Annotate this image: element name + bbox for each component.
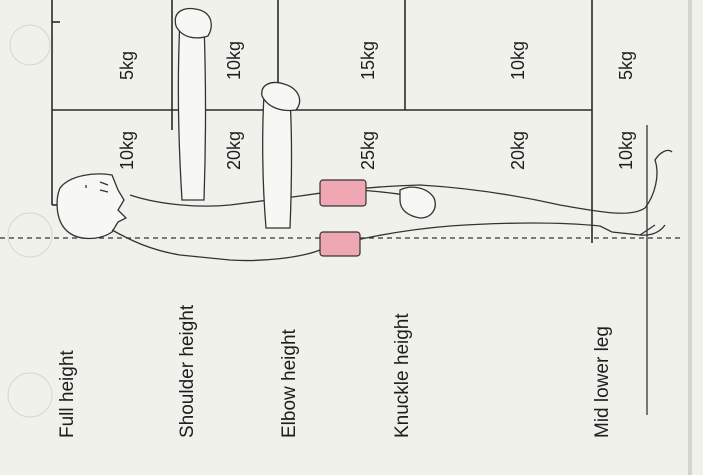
weight-extended-elbow: 15kg bbox=[358, 41, 378, 80]
weight-extended-full-height: 5kg bbox=[117, 51, 137, 80]
weight-extended-shoulder: 10kg bbox=[224, 41, 244, 80]
weight-close-shoulder: 20kg bbox=[224, 131, 244, 170]
label-shoulder-height: Shoulder height bbox=[177, 304, 198, 438]
weight-extended-mid-lower-leg: 5kg bbox=[616, 51, 636, 80]
label-full-height: Full height bbox=[57, 350, 78, 438]
weight-close-knuckle: 20kg bbox=[508, 131, 528, 170]
weight-close-elbow: 25kg bbox=[358, 131, 378, 170]
weight-extended-knuckle: 10kg bbox=[508, 41, 528, 80]
label-knuckle-height: Knuckle height bbox=[392, 313, 413, 438]
weight-close-full-height: 10kg bbox=[117, 131, 137, 170]
extended-arm bbox=[178, 20, 205, 200]
weight-close-mid-lower-leg: 10kg bbox=[616, 131, 636, 170]
bent-arm bbox=[263, 95, 292, 228]
label-mid-lower-leg: Mid lower leg bbox=[592, 326, 613, 438]
pad-lower bbox=[320, 232, 360, 256]
label-elbow-height: Elbow height bbox=[279, 328, 300, 438]
pad-upper bbox=[320, 180, 366, 206]
